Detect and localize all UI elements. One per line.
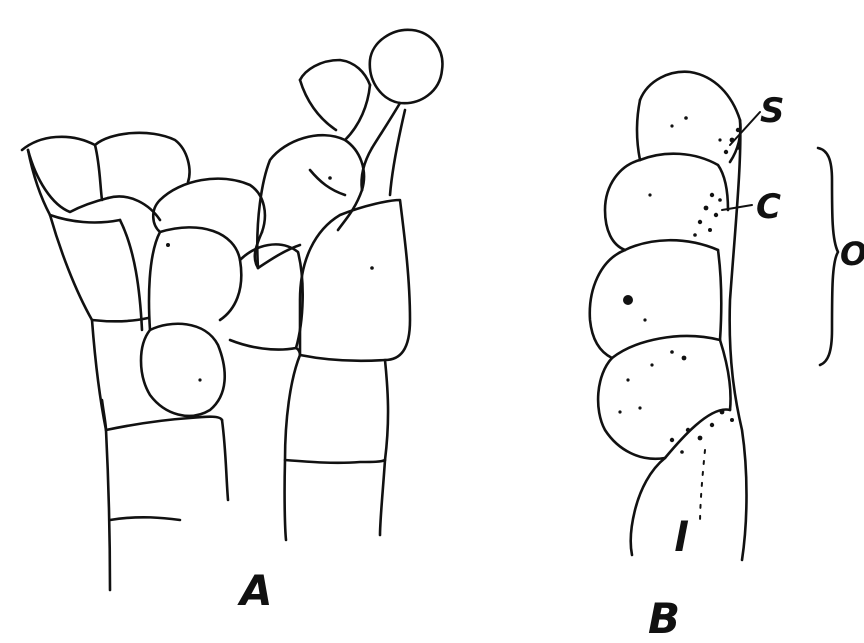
annotation-o: O <box>840 238 864 270</box>
panel-b-drawing <box>590 72 838 560</box>
panel-label-b: B <box>648 598 680 640</box>
brace-o <box>818 148 838 365</box>
annotation-c: C <box>756 190 781 224</box>
panel-a-drawing <box>22 30 442 590</box>
annotation-l: l <box>674 518 688 558</box>
pointer-s <box>730 112 760 145</box>
annotation-s: S <box>760 94 785 128</box>
panel-label-a: A <box>240 570 273 612</box>
